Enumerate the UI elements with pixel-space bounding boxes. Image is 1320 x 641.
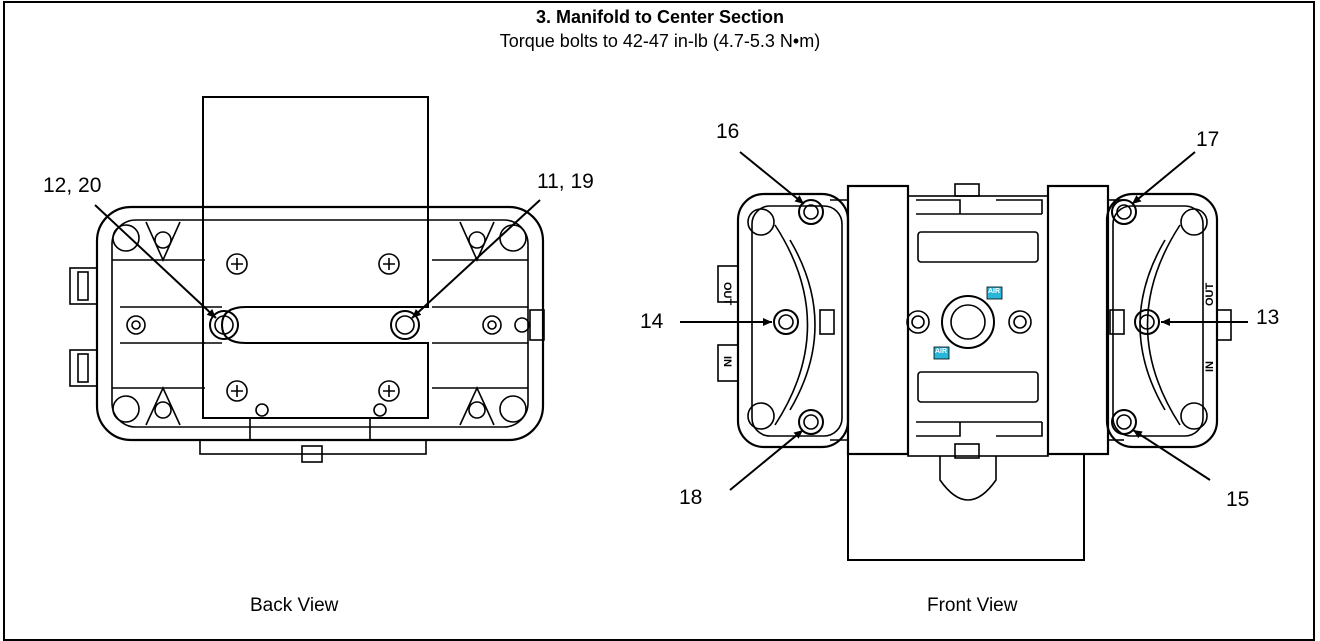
callout-13: 13	[1256, 306, 1280, 329]
back-view-pump	[69, 96, 545, 463]
port-label-in-left: IN	[721, 356, 733, 367]
torque-spec: Torque bolts to 42-47 in-lb (4.7-5.3 N•m…	[499, 31, 821, 51]
leader-lines	[94, 151, 1248, 491]
front-view-label: Front View	[927, 595, 1018, 616]
front-view-pump	[717, 183, 1232, 561]
figure-title: 3. Manifold to Center Section	[535, 7, 785, 27]
callout-16: 16	[716, 120, 740, 143]
air-tag-top-label: AIR	[988, 288, 1001, 295]
port-label-out-right: OUT	[1204, 282, 1216, 306]
port-label-out-left: OUT	[721, 282, 733, 306]
back-view-label: Back View	[250, 595, 339, 616]
manifold-drawing	[69, 96, 1248, 561]
air-tag-bottom-label: AIR	[935, 348, 948, 355]
port-label-in-right: IN	[1204, 361, 1216, 372]
callout-12-20: 12, 20	[43, 174, 102, 197]
callout-11-19: 11, 19	[537, 170, 594, 193]
callout-15: 15	[1226, 488, 1250, 511]
callout-18: 18	[679, 486, 703, 509]
callout-17: 17	[1196, 128, 1220, 151]
callout-14: 14	[640, 310, 664, 333]
